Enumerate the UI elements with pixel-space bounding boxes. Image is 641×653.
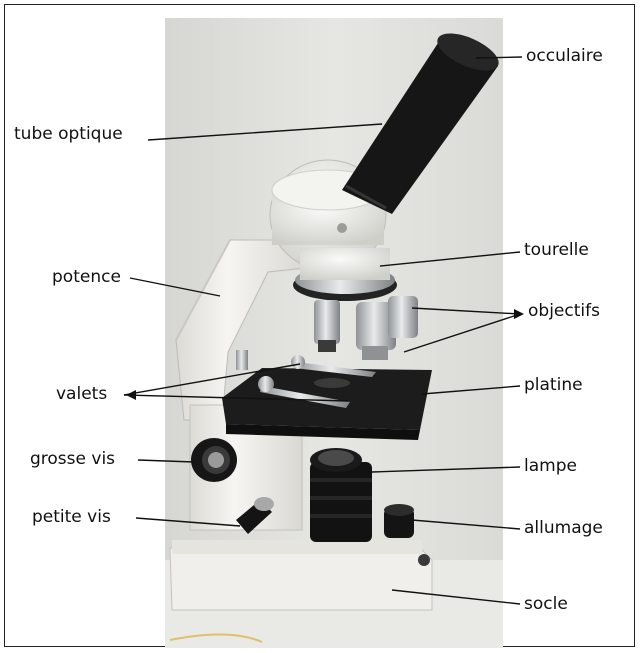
base-shape <box>170 548 432 610</box>
label-valets: valets <box>56 384 107 404</box>
label-objectifs: objectifs <box>528 301 600 321</box>
label-grosse-vis: grosse vis <box>30 449 115 469</box>
objective-3 <box>388 296 418 338</box>
label-allumage: allumage <box>524 518 603 538</box>
leader-occulaire <box>476 57 522 58</box>
label-tube-optique: tube optique <box>14 124 123 144</box>
label-platine: platine <box>524 375 583 395</box>
label-potence: potence <box>52 267 121 287</box>
label-lampe: lampe <box>524 456 577 476</box>
label-petite-vis: petite vis <box>32 507 111 527</box>
label-tourelle: tourelle <box>524 240 589 260</box>
objective-1 <box>314 300 340 344</box>
label-socle: socle <box>524 594 568 614</box>
lamp-housing <box>310 462 372 542</box>
label-occulaire: occulaire <box>526 46 603 66</box>
